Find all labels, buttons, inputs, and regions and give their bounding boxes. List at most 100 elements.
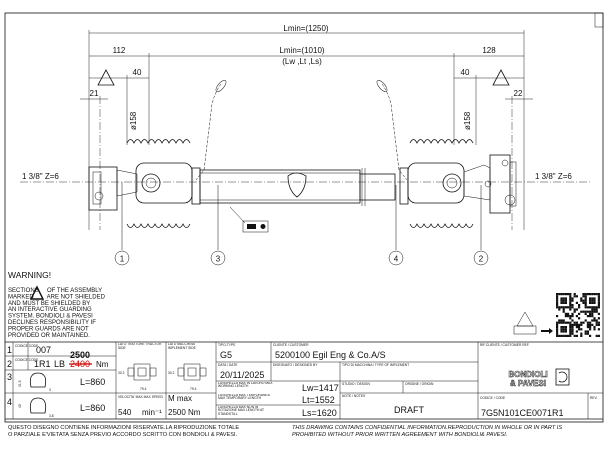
qr-module: [562, 301, 565, 304]
speed-label: VELOCITA' MAX MAX SPEED: [118, 395, 164, 399]
qr-module: [569, 326, 572, 329]
qr-module: [595, 308, 598, 311]
qr-module: [591, 315, 594, 318]
origin-label: ORIGINE / ORIGIN: [405, 382, 434, 386]
qr-module: [597, 317, 600, 320]
qr-module: [584, 310, 587, 313]
lw-label: LUNGHEZZA MAX IN LAVORO MAX WORKING LENG…: [218, 381, 273, 389]
implement-type-label: TIPO DI MACCHINA / TYPE OF IMPLEMENT: [342, 363, 409, 367]
qr-module: [595, 319, 598, 322]
qr-module: [573, 321, 576, 324]
qr-module: [569, 293, 572, 296]
qr-module: [569, 334, 572, 337]
row2-lb: LB: [54, 359, 65, 369]
qr-module: [586, 332, 589, 335]
qr-module: [575, 326, 578, 329]
qr-module: [571, 330, 574, 333]
qr-module: [575, 295, 578, 298]
bellows-left-top: [126, 139, 191, 144]
qr-module: [571, 323, 574, 326]
code-value: 7G5N101CE0071R1: [481, 408, 564, 418]
qr-module: [562, 321, 565, 324]
footer-english-1: THIS DRAWING CONTAINS CONFIDENTIAL INFOR…: [292, 425, 562, 431]
qr-module: [586, 323, 589, 326]
qr-module: [556, 297, 559, 300]
qr-module: [582, 310, 585, 313]
qr-module: [595, 293, 598, 296]
row2-new-torque: 2500: [70, 350, 90, 360]
study-label: STUDIO / DESIGN: [342, 382, 370, 386]
warning-line: AN INTERACTIVE GUARDING: [8, 307, 92, 313]
warning-triangle-icon: [97, 69, 115, 86]
qr-module: [591, 310, 594, 313]
qr-module: [560, 301, 563, 304]
qr-module: [580, 332, 583, 335]
qr-module: [556, 301, 559, 304]
qr-module: [562, 306, 565, 309]
driveshaft: 1 3/8" Z=6 1 3/8" Z=6: [20, 80, 590, 233]
qr-module: [584, 299, 587, 302]
qr-module: [593, 308, 596, 311]
brand-line-2: & PAVESI: [510, 379, 546, 388]
qr-module: [597, 297, 600, 300]
qr-module: [564, 301, 567, 304]
qr-module: [595, 306, 598, 309]
qr-module: [586, 326, 589, 329]
qr-module: [589, 299, 592, 302]
warning-line: AND MUST BE SHIELDED BY: [8, 301, 90, 307]
lmin-inner-label: Lmin=(1010): [279, 46, 324, 55]
warning-title: WARNING!: [8, 270, 51, 280]
qr-module: [556, 334, 559, 337]
qr-module: [593, 317, 596, 320]
qr-module: [597, 304, 600, 307]
qr-module: [564, 326, 567, 329]
qr-module: [591, 312, 594, 315]
qr-module: [558, 293, 561, 296]
qr-module: [589, 306, 592, 309]
date-value: 20/11/2025: [220, 370, 264, 380]
notes-label: NOTE / NOTES: [342, 394, 366, 398]
tube-profile-3-icon: [29, 372, 47, 388]
qr-module: [560, 306, 563, 309]
qr-module: [597, 312, 600, 315]
tractor-cross-width: 79.4: [140, 387, 147, 391]
qr-module: [575, 308, 578, 311]
row3-height: 31.5: [18, 380, 22, 387]
row2-unit: Nm: [96, 360, 109, 369]
qr-module: [575, 301, 578, 304]
qr-module: [582, 301, 585, 304]
title-block: TIPO-TYPE G5 CLIENTE / CUSTOMER 5200100 …: [218, 343, 598, 418]
qr-module: [571, 304, 574, 307]
qr-module: [571, 328, 574, 331]
mmax-value: 2500 Nm: [168, 408, 201, 417]
qr-module: [567, 321, 570, 324]
qr-module: [597, 321, 600, 324]
qr-module: [589, 315, 592, 318]
qr-module: [591, 293, 594, 296]
qr-module: [564, 297, 567, 300]
implement-cross-height: 30.2: [168, 371, 175, 375]
qr-module: [589, 301, 592, 304]
rev-label: REV.: [590, 396, 598, 400]
ls-label: LUNGHEZZA MAX NON IN ROTAZIONE MAX LENGT…: [218, 405, 264, 416]
qr-module: [562, 328, 565, 331]
implement-side-label: LATO MACCHINA IMPLEMENT SIDE: [168, 343, 196, 350]
parts-table: [5, 341, 603, 420]
qr-module: [593, 299, 596, 302]
qr-module: [591, 308, 594, 311]
qr-module: [564, 315, 567, 318]
qr-module: [560, 319, 563, 322]
qr-module: [562, 326, 565, 329]
qr-module: [564, 321, 567, 324]
qr-module: [558, 334, 561, 337]
qr-module: [584, 306, 587, 309]
qr-module: [595, 323, 598, 326]
qr-module: [591, 299, 594, 302]
qr-module: [597, 328, 600, 331]
dimensions: Lmin=(1250) 112 Lmin=(1010) (Lw ,Lt ,Ls)…: [80, 24, 533, 230]
callouts: 1 3 4 2: [114, 182, 489, 266]
qr-module: [589, 293, 592, 296]
qr-module: [580, 321, 583, 324]
qr-module: [564, 306, 567, 309]
brand-line-1: BONDIOLI: [508, 370, 547, 379]
